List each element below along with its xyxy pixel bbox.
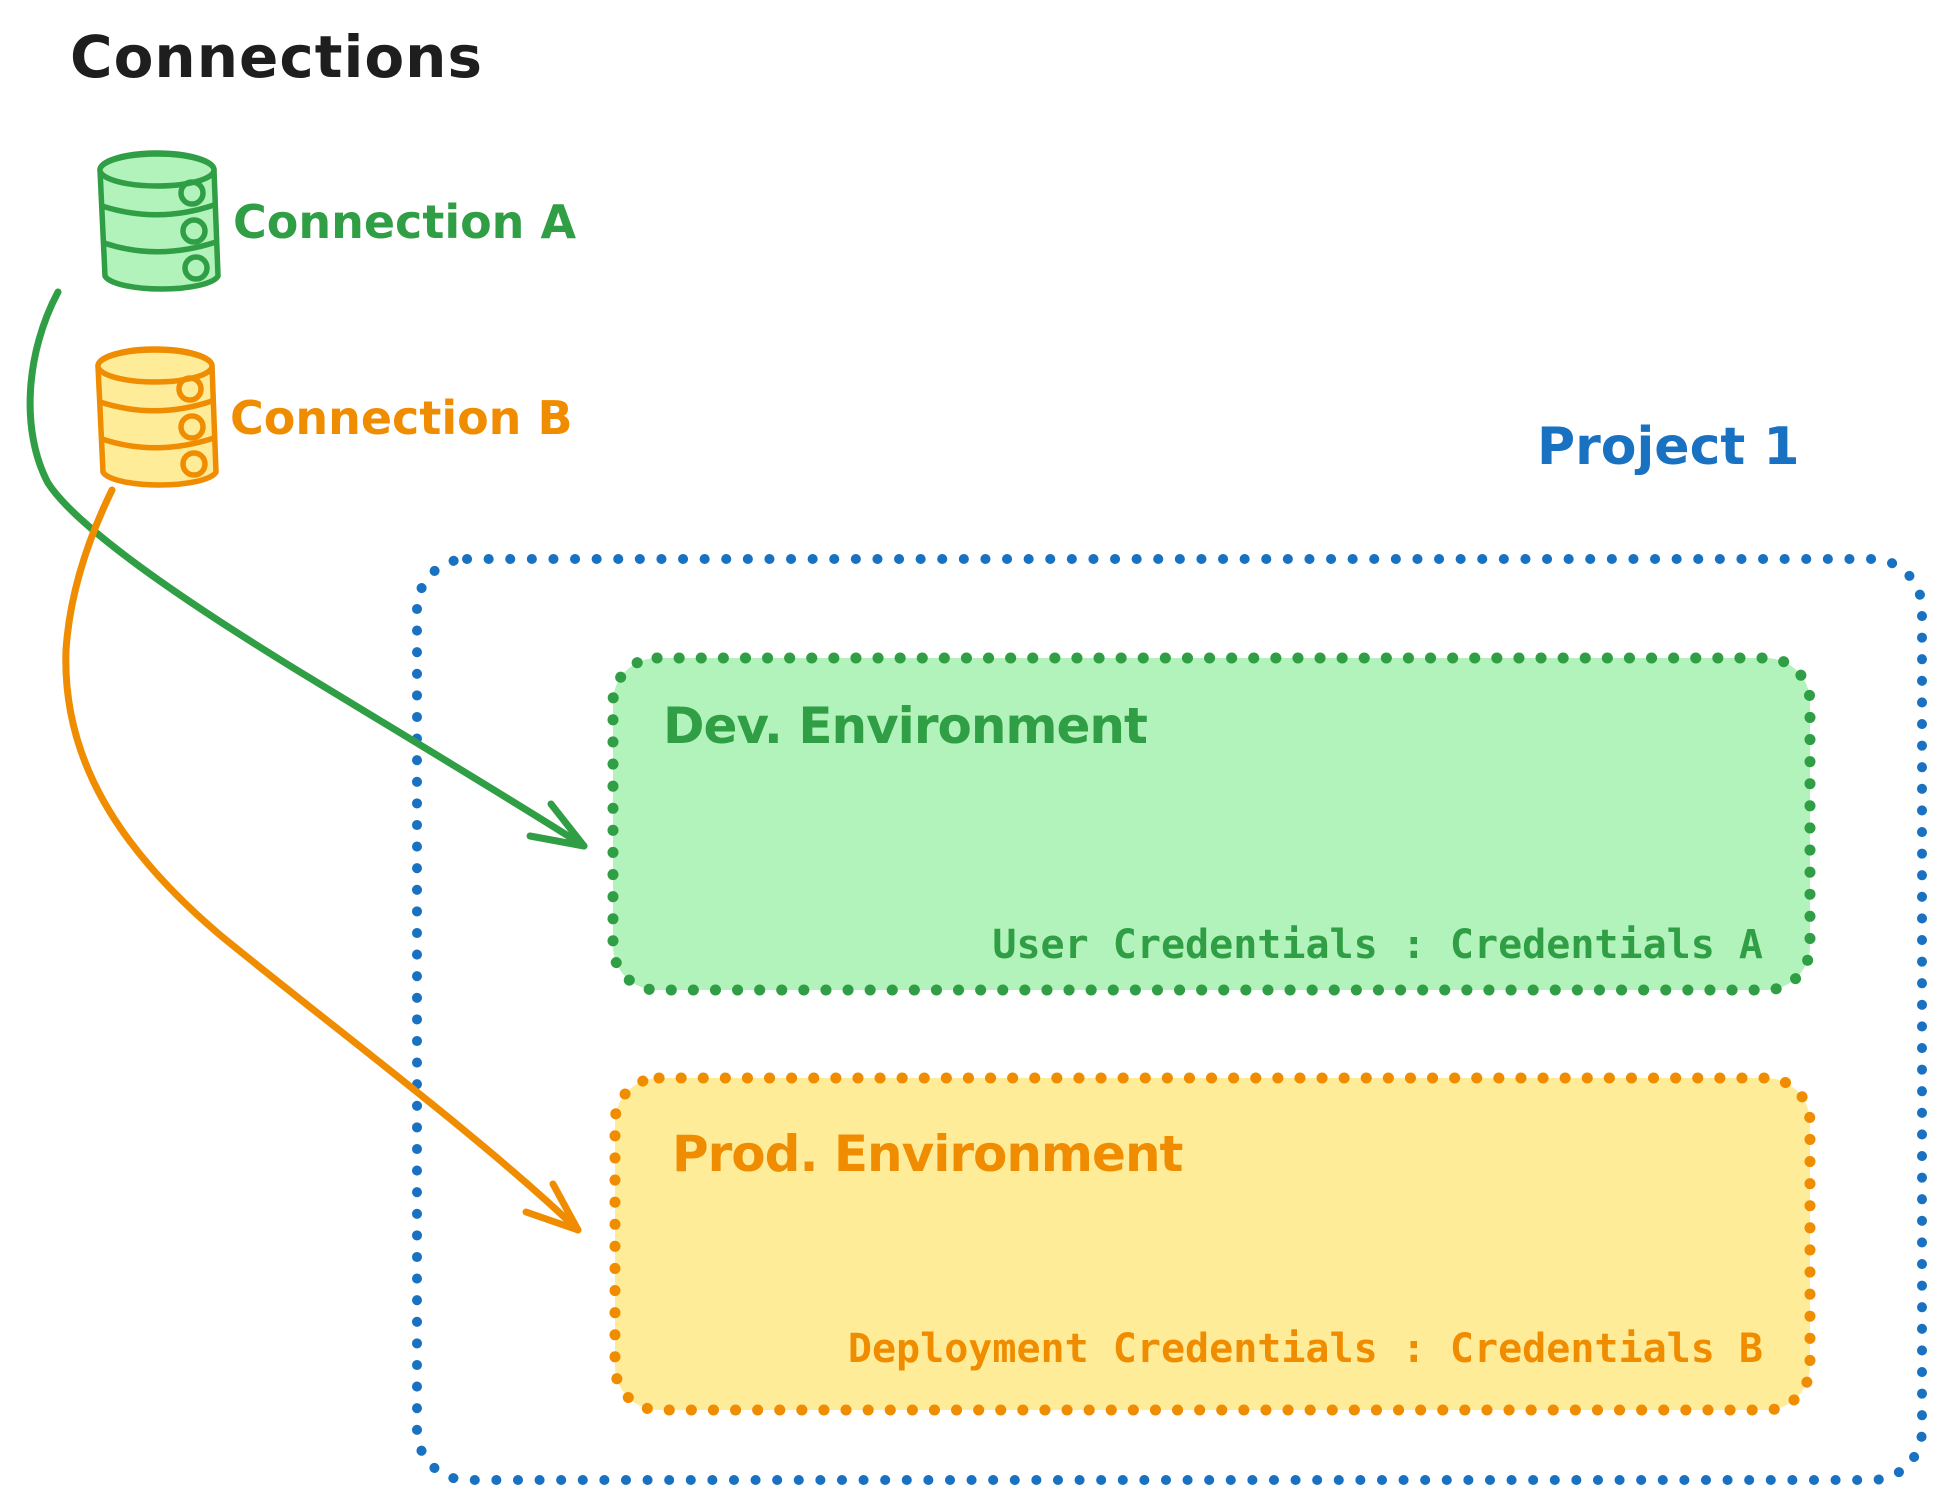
- arrow-connection-b-to-prod: [62, 486, 582, 1234]
- page-title: Connections: [70, 23, 483, 91]
- connection-a-label: Connection A: [233, 195, 577, 249]
- dev-environment-title: Dev. Environment: [663, 697, 1148, 755]
- connection-b-label: Connection B: [230, 391, 573, 445]
- database-icon: [97, 150, 221, 292]
- dev-environment-credentials: User Credentials : Credentials A: [992, 922, 1763, 968]
- prod-environment-title: Prod. Environment: [672, 1125, 1183, 1183]
- database-icon: [95, 346, 219, 488]
- project-1-container-box: [412, 554, 1927, 1485]
- prod-environment-box: [609, 1072, 1816, 1416]
- project-1-label: Project 1: [1537, 417, 1800, 477]
- prod-environment-credentials: Deployment Credentials : Credentials B: [847, 1326, 1763, 1372]
- arrow-connection-a-to-dev: [26, 288, 588, 850]
- dev-environment-box: [607, 652, 1816, 996]
